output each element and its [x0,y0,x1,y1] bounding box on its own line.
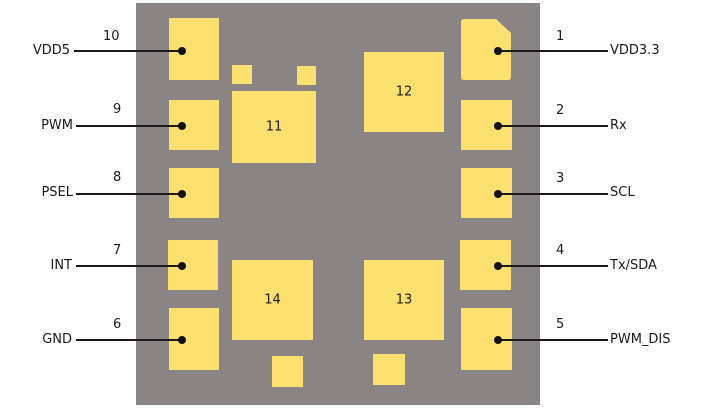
pin-number-1: 1 [556,29,565,44]
small-pad-bottom-left [272,356,303,387]
lead-line-pin-7 [76,265,182,267]
lead-line-pin-4 [498,265,608,267]
lead-line-pin-2 [498,125,608,127]
pin-dot-7 [178,262,186,270]
pin-label-gnd: GND [42,332,72,347]
pad-13-number: 13 [395,292,413,308]
pad-14: 14 [232,260,313,340]
pin-label-psel: PSEL [41,185,73,200]
pad-10 [169,18,219,80]
pin-dot-6 [178,336,186,344]
pin-label-pwm: PWM [41,118,73,133]
pin-dot-4 [494,262,502,270]
lead-line-pin-1 [498,50,608,52]
lead-line-pin-9 [76,125,182,127]
pin-dot-9 [178,122,186,130]
lead-line-pin-8 [76,193,182,195]
pin-dot-3 [494,190,502,198]
pin-number-9: 9 [113,102,122,117]
pin-dot-8 [178,190,186,198]
pad-11-number: 11 [265,119,283,135]
pin-label-scl: SCL [610,185,635,200]
pin-number-5: 5 [556,317,565,332]
pin-number-2: 2 [556,103,565,118]
lead-line-pin-5 [498,339,608,341]
pad-14-number: 14 [264,292,281,308]
pin-number-8: 8 [113,170,122,185]
pin-dot-2 [494,122,502,130]
pin-number-10: 10 [103,29,120,44]
lead-line-pin-3 [498,193,608,195]
pin-label-tx-sda: Tx/SDA [610,258,657,273]
pad-12: 12 [364,52,444,132]
lead-line-pin-10 [74,50,182,52]
small-pad-11a [232,65,252,84]
pad-13: 13 [364,260,444,340]
pin-dot-1 [494,47,502,55]
pin-dot-5 [494,336,502,344]
pin-dot-10 [178,47,186,55]
pin-label-int: INT [50,258,73,273]
pin-number-3: 3 [556,171,565,186]
pin-label-rx: Rx [610,118,627,133]
lead-line-pin-6 [76,339,182,341]
pad-12-number: 12 [395,84,413,100]
pin-number-4: 4 [556,243,565,258]
pin-label-vdd5: VDD5 [32,43,70,58]
pad-11: 11 [232,91,316,163]
small-pad-11b [297,66,316,85]
small-pad-bottom-right [373,354,405,385]
pin-label-pwm-dis: PWM_DIS [610,332,671,347]
pin-label-vdd3-3: VDD3.3 [610,43,660,58]
pin-number-6: 6 [113,317,122,332]
pad-1 [461,19,511,80]
pin-number-7: 7 [113,243,122,258]
